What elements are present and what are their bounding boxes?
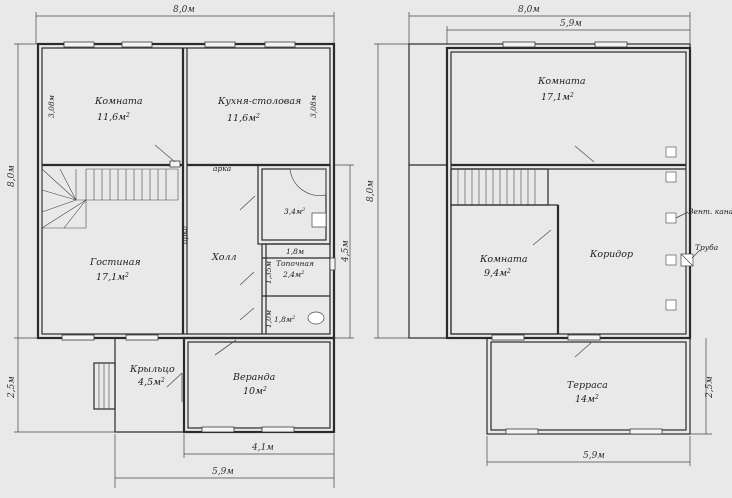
upper-dim-top: 8,0м: [518, 5, 540, 15]
corridor-name: Коридор: [589, 249, 633, 260]
kitchen-name: Кухня-столовая: [217, 96, 301, 107]
porch-area: 4,5м2: [137, 377, 165, 389]
vent-label: Вент. канал: [687, 207, 732, 216]
arch-label-2: арка: [180, 226, 189, 244]
kitchen-area: 11,6м2: [227, 113, 260, 125]
arch-label: арка: [213, 164, 231, 173]
ground-floor-plan: 8,0м 8,0м 2,5м: [7, 5, 354, 488]
upper-floor-plan: 8,0м 5,9м 8,0м: [366, 5, 732, 466]
dim-veranda-width: 4,1м: [251, 443, 274, 453]
dim-1-8: 1,8м: [286, 247, 304, 256]
room-height: 3,08м: [47, 95, 56, 118]
terrace-area: 14м2: [575, 394, 599, 406]
dim-top-width: 8,0м: [173, 5, 195, 15]
upper-dim-inner-top: 5,9м: [560, 19, 582, 29]
room-name: Комната: [94, 96, 143, 107]
staircase-ground: [41, 168, 179, 229]
boiler-area: 2,4м2: [282, 270, 304, 279]
hall-name: Холл: [211, 252, 237, 263]
terrace-name: Терраса: [567, 380, 608, 391]
upper-dim-left: 8,0м: [366, 180, 376, 202]
veranda-area: 10м2: [243, 386, 267, 398]
bath-area: 3,4м2: [284, 207, 305, 216]
upper-room2-name: Комната: [479, 254, 528, 265]
upper-room1-name: Комната: [537, 76, 586, 87]
boiler-name: Топочная: [276, 259, 314, 268]
veranda-name: Веранда: [232, 372, 276, 383]
dim-right-45: 4,5м: [341, 240, 351, 263]
upper-dim-bottom: 5,9м: [583, 451, 605, 461]
dim-porch-depth: 2,5м: [7, 376, 17, 399]
pipe-label: Труба: [695, 243, 718, 252]
dim-1-35: 1,35м: [264, 261, 273, 284]
room-area: 11,6м2: [97, 112, 130, 124]
staircase-upper: [457, 169, 536, 205]
upper-dim-terrace: 2,5м: [705, 376, 715, 399]
dim-bottom-width: 5,9м: [212, 467, 234, 477]
living-area: 17,1м2: [96, 272, 129, 284]
porch-name: Крыльцо: [129, 364, 175, 375]
wc-area: 1,8м2: [274, 315, 295, 324]
dim-1-0: 1,0м: [264, 310, 273, 328]
upper-room2-area: 9,4м2: [484, 268, 511, 280]
kitchen-height: 3,08м: [309, 95, 318, 118]
dim-left-height: 8,0м: [7, 165, 17, 187]
upper-room1-area: 17,1м2: [541, 92, 574, 104]
living-name: Гостиная: [89, 257, 141, 268]
